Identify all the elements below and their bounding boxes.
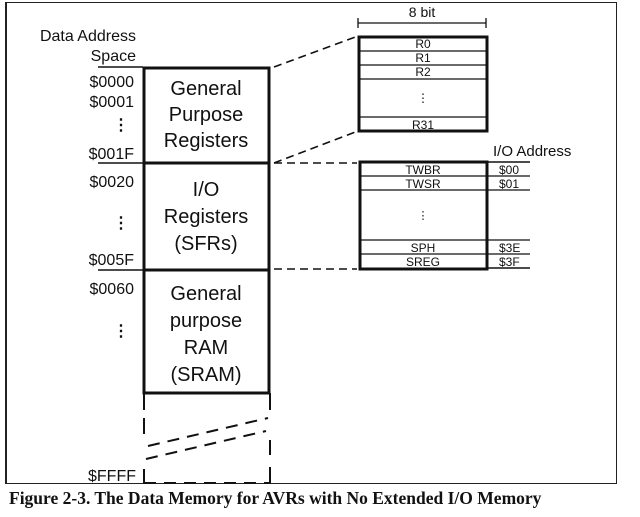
io-block-label-line3: (SFRs) [174,233,237,255]
address-label-005F: $005F [89,252,135,269]
io-map-outline [358,160,489,271]
address-ellipsis-gpr: ⋮ [113,117,129,134]
io-reg-TWBR: TWBR [405,163,441,177]
figure-frame [5,2,617,484]
address-ellipsis-sram: ⋮ [113,323,129,340]
data-address-space-heading-line2: Space [91,48,136,65]
bit-width-label: 8 bit [409,4,436,20]
register-ellipsis: ⋮ [417,91,429,105]
memory-column-outline [142,66,271,395]
io-addr-3E: $3E [499,241,520,255]
io-addr-3F: $3F [499,255,520,269]
gpr-connector-top [273,35,359,68]
bit-width-marker: 8 bit [357,4,487,28]
io-block-label-line1: I/O [193,179,220,201]
figure-caption: Figure 2-3. The Data Memory for AVRs wit… [9,488,542,508]
zoom-connectors [273,35,359,270]
gpr-block: General Purpose Registers [164,78,248,152]
memory-column-continuation [143,393,271,484]
register-R2: R2 [415,65,431,79]
sram-block-label-line3: RAM [184,337,228,359]
address-label-001F: $001F [89,146,135,163]
io-reg-TWSR: TWSR [405,177,441,191]
register-file-outline [357,35,489,133]
io-register-map: TWBR $00 TWSR $01 ⋮ SPH $3E SREG $3F [358,160,530,271]
address-label-0060: $0060 [90,281,135,298]
sram-block-label-line4: (SRAM) [170,364,241,386]
register-R31: R31 [412,118,434,132]
io-registers-block: I/O Registers (SFRs) [164,179,248,255]
data-address-space-heading-line1: Data Address [40,28,136,45]
memory-column [142,66,271,395]
register-R1: R1 [415,51,431,65]
register-file: R0 R1 R2 ⋮ R31 [357,35,489,133]
io-address-heading: I/O Address [493,143,571,160]
io-reg-ellipsis: ⋮ [418,210,429,222]
address-label-FFFF: $FFFF [88,468,136,485]
sram-block-label-line2: purpose [170,310,242,332]
address-ellipsis-io: ⋮ [113,215,129,232]
io-addr-01: $01 [499,177,519,191]
address-label-0020: $0020 [90,174,135,191]
io-addr-00: $00 [499,163,519,177]
register-R0: R0 [415,37,431,51]
gpr-block-label-line2: Purpose [169,104,244,126]
gpr-block-label-line3: Registers [164,130,248,152]
address-label-0001: $0001 [90,94,135,111]
break-line-lower [145,430,267,460]
address-label-0000: $0000 [90,74,135,91]
gpr-block-label-line1: General [170,78,241,100]
gpr-connector-bottom [273,130,359,164]
sram-block-label-line1: General [170,283,241,305]
sram-block: General purpose RAM (SRAM) [170,283,242,386]
io-block-label-line2: Registers [164,206,248,228]
io-reg-SPH: SPH [411,241,436,255]
break-line-upper [147,417,269,447]
io-reg-SREG: SREG [406,255,440,269]
